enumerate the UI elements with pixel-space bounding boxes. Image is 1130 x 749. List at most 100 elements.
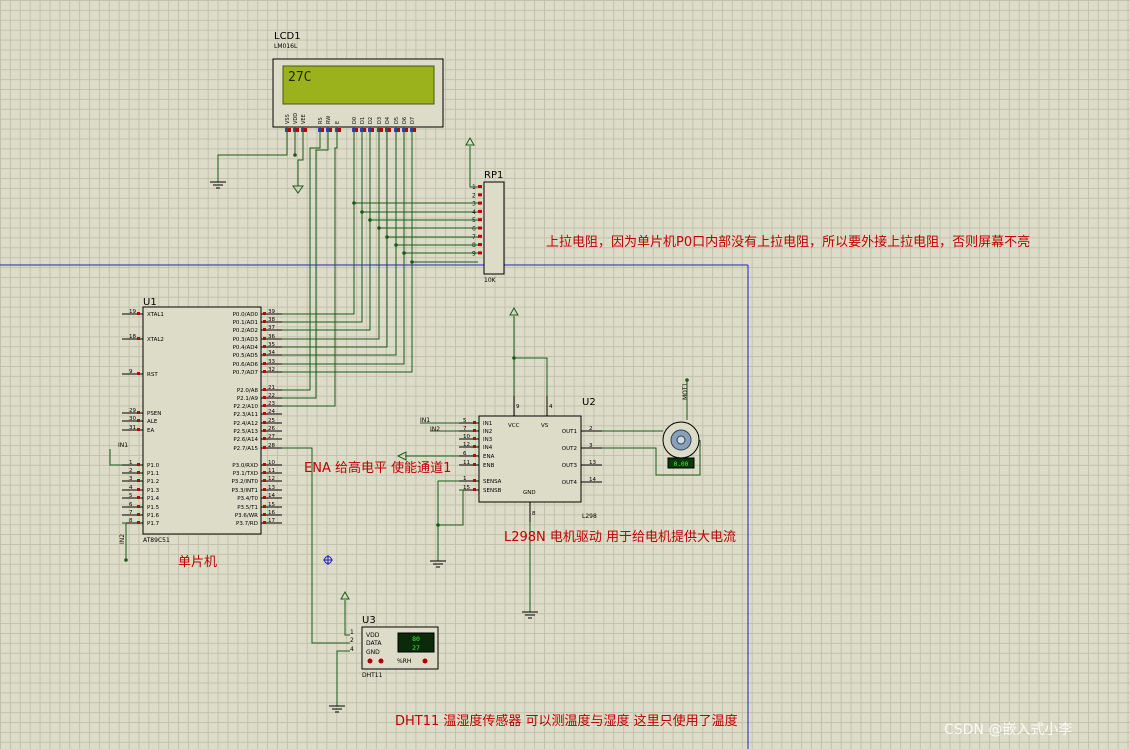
wire bbox=[109, 449, 122, 466]
mcu-pin-name: P1.6 bbox=[147, 513, 160, 519]
rp-pin-number: 9 bbox=[472, 250, 476, 257]
driver-pin-marker bbox=[473, 421, 476, 424]
dht-pin-num-4: 4 bbox=[350, 646, 354, 653]
dht-button-right[interactable] bbox=[378, 658, 384, 664]
mcu-pin-number: 8 bbox=[129, 518, 133, 524]
mcu-pin-name: P3.3/INT1 bbox=[231, 488, 258, 494]
mcu-pin-number: 17 bbox=[268, 518, 275, 524]
lcd-ref-label: LCD1 bbox=[274, 31, 301, 42]
mcu-pin-number: 1 bbox=[129, 460, 133, 466]
mcu-pin-name: P3.5/T1 bbox=[237, 505, 258, 511]
driver-pin-name: IN1 bbox=[483, 421, 492, 427]
wire bbox=[217, 140, 288, 176]
mcu-pin-marker bbox=[263, 345, 266, 348]
junction-dot bbox=[512, 356, 516, 360]
mcu-pin-marker bbox=[263, 488, 266, 491]
rp-pin-marker bbox=[478, 185, 482, 188]
driver-pin-name: IN4 bbox=[483, 445, 493, 451]
mcu-pin-marker bbox=[137, 505, 140, 508]
wires bbox=[109, 140, 701, 700]
driver-pin-name: VS bbox=[541, 423, 549, 429]
mcu-pin-marker bbox=[137, 471, 140, 474]
mcu-pin-marker bbox=[263, 521, 266, 524]
power-symbol bbox=[465, 136, 475, 146]
driver-pin-number: 7 bbox=[463, 426, 467, 432]
dht-button-rh[interactable] bbox=[422, 658, 428, 664]
lcd-pin-marker bbox=[288, 128, 291, 132]
lcd-pin-label: D7 bbox=[410, 117, 416, 124]
mcu-pin-name: P3.4/T0 bbox=[237, 496, 258, 502]
mcu-pin-marker bbox=[263, 337, 266, 340]
mcu-pin-marker bbox=[137, 337, 140, 340]
mcu-pin-marker bbox=[263, 513, 266, 516]
lcd-display-text: 27C bbox=[288, 70, 311, 85]
lcd-pin-label: RW bbox=[326, 116, 332, 124]
driver-pin-number: 6 bbox=[463, 451, 467, 457]
mcu-pin-marker bbox=[137, 428, 140, 431]
mcu-pin-number: 24 bbox=[268, 409, 275, 415]
driver-pin-number: 14 bbox=[589, 477, 596, 483]
dht11-sensor[interactable]: U3 80 27 %RH DHT11 VDD DATA GND 1 2 4 bbox=[350, 615, 439, 679]
mcu-pin-number: 6 bbox=[129, 502, 133, 508]
dht-part-label: DHT11 bbox=[362, 672, 383, 679]
rp-pin-number: 2 bbox=[472, 192, 476, 199]
driver-pin-number: 8 bbox=[532, 511, 536, 517]
mcu-pin-name: P2.4/A12 bbox=[233, 421, 258, 427]
mcu-pin-name: P0.7/AD7 bbox=[233, 370, 259, 376]
mcu-pin-marker bbox=[137, 479, 140, 482]
driver-pin-number: 5 bbox=[463, 418, 467, 424]
mcu-pin-number: 22 bbox=[268, 393, 275, 399]
lcd-pin-marker bbox=[397, 128, 400, 132]
driver-pin-marker bbox=[473, 454, 476, 457]
driver-pin-marker bbox=[473, 479, 476, 482]
mcu-pin-marker bbox=[137, 411, 140, 414]
motor[interactable]: MOT1 0.00 bbox=[662, 382, 700, 469]
lcd-pin-label: VEE bbox=[301, 114, 307, 124]
mcu-pin-number: 28 bbox=[268, 443, 275, 449]
mcu-pin-name: P2.6/A14 bbox=[233, 437, 258, 443]
dht-button-left[interactable] bbox=[367, 658, 373, 664]
wire bbox=[282, 228, 380, 340]
mcu-pin-number: 10 bbox=[268, 460, 275, 466]
dht-pin-data: DATA bbox=[366, 640, 382, 647]
lcd-pin-marker bbox=[413, 128, 416, 132]
mcu-pin-number: 38 bbox=[268, 317, 275, 323]
rp-pin-marker bbox=[478, 218, 482, 222]
mcu-pin-number: 39 bbox=[268, 309, 275, 315]
lcd-pin-label: D5 bbox=[394, 117, 400, 124]
junction-dot bbox=[293, 153, 297, 157]
mcu-pin-number: 16 bbox=[268, 510, 275, 516]
lcd-pin-label: D4 bbox=[385, 117, 391, 124]
driver-pin-name: IN2 bbox=[483, 429, 492, 435]
driver-pin-number: 15 bbox=[463, 485, 470, 491]
lcd-pin-marker bbox=[329, 128, 332, 132]
mcu-pin-name: PSEN bbox=[147, 411, 161, 417]
driver-pin-number: 10 bbox=[463, 434, 470, 440]
mcu-pin-name: P3.2/INT0 bbox=[231, 479, 258, 485]
annotation-l298n: L298N 电机驱动 用于给电机提供大电流 bbox=[504, 529, 736, 545]
mcu-pin-marker bbox=[263, 429, 266, 432]
mcu-pin-number: 12 bbox=[268, 476, 275, 482]
wire bbox=[122, 522, 127, 560]
mcu-pin-name: P2.5/A13 bbox=[233, 429, 258, 435]
mcu-pin-number: 18 bbox=[129, 334, 136, 340]
mcu-pin-marker bbox=[137, 419, 140, 422]
wire bbox=[282, 253, 405, 365]
wire bbox=[282, 140, 329, 399]
lcd-pin-marker bbox=[338, 128, 341, 132]
origin-marker[interactable] bbox=[323, 555, 333, 565]
mcu-pin-number: 13 bbox=[268, 485, 275, 491]
mcu-pin-name: P3.6/WR bbox=[235, 513, 258, 519]
rp-pin-marker bbox=[478, 193, 482, 197]
mcu-pin-name: P1.3 bbox=[147, 488, 160, 494]
junction-dot bbox=[124, 558, 128, 562]
rp-pin-marker bbox=[478, 243, 482, 247]
wire bbox=[282, 245, 397, 356]
mcu-pin-number: 27 bbox=[268, 434, 275, 440]
